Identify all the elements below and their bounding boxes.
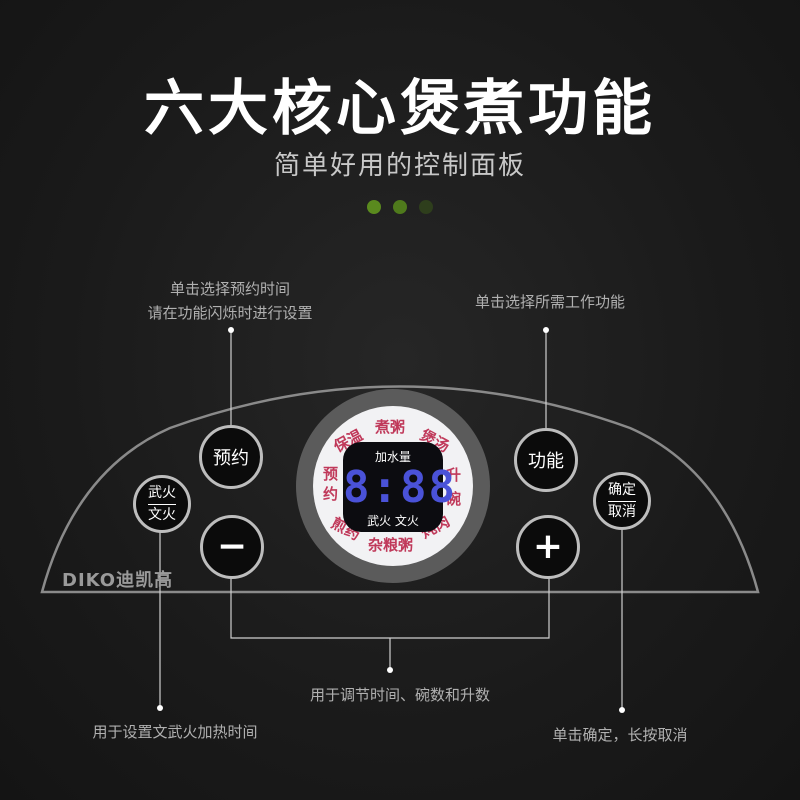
annotation-adjust: 用于调节时间、碗数和升数 — [309, 686, 490, 704]
lcd-water-label: 加水量 — [374, 450, 411, 464]
indicator-dot-3 — [419, 200, 433, 214]
function-bowl: 碗 — [446, 490, 462, 508]
cancel-label: 取消 — [608, 503, 636, 520]
annotation-reserve: 单击选择预约时间 请在功能闪烁时进行设置 — [110, 277, 350, 325]
annotation-function: 单击选择所需工作功能 — [474, 293, 625, 311]
lcd-digits: 8:88 — [343, 462, 457, 513]
function-reserve: 预约 — [323, 465, 339, 503]
confirm-label: 确定 — [608, 482, 636, 502]
function-boil-congee: 煮粥 — [375, 418, 406, 436]
indicator-dot-2 — [393, 200, 407, 214]
page-subtitle: 简单好用的控制面板 — [273, 151, 526, 181]
function-liter: 升 — [446, 466, 462, 484]
fire-mode-top-label: 武火 — [148, 485, 176, 505]
function-multigrain: 杂粮粥 — [368, 536, 414, 554]
annotation-reserve-line1: 单击选择预约时间 — [169, 280, 290, 298]
reserve-button[interactable]: 预约 — [199, 425, 263, 489]
plus-button[interactable]: + — [516, 515, 580, 579]
confirm-cancel-button[interactable]: 确定 取消 — [593, 472, 651, 530]
fire-mode-bottom-label: 文火 — [148, 506, 176, 523]
annotation-reserve-line2: 请在功能闪烁时进行设置 — [147, 304, 313, 322]
lcd-fire-mode: 武火 文火 — [367, 514, 419, 528]
reserve-button-label: 预约 — [213, 448, 249, 469]
brand-logo: DIKO迪凯高 — [62, 570, 174, 591]
plus-icon: + — [532, 526, 564, 567]
function-button-label: 功能 — [528, 451, 564, 472]
lcd-panel: 加水量 8:88 武火 文火 — [343, 442, 457, 532]
annotation-fire: 用于设置文武火加热时间 — [92, 723, 258, 741]
display-screen: 保温 煮粥 煲汤 预约 升 碗 煎药 杂粮粥 炖肉 加水量 8:88 武火 文火 — [313, 406, 473, 566]
minus-icon: − — [216, 526, 248, 567]
indicator-dot-1 — [367, 200, 381, 214]
annotation-confirm: 单击确定，长按取消 — [552, 726, 688, 744]
fire-mode-button[interactable]: 武火 文火 — [133, 475, 191, 533]
minus-button[interactable]: − — [200, 515, 264, 579]
function-button[interactable]: 功能 — [514, 428, 578, 492]
page-title: 六大核心煲煮功能 — [144, 74, 656, 144]
